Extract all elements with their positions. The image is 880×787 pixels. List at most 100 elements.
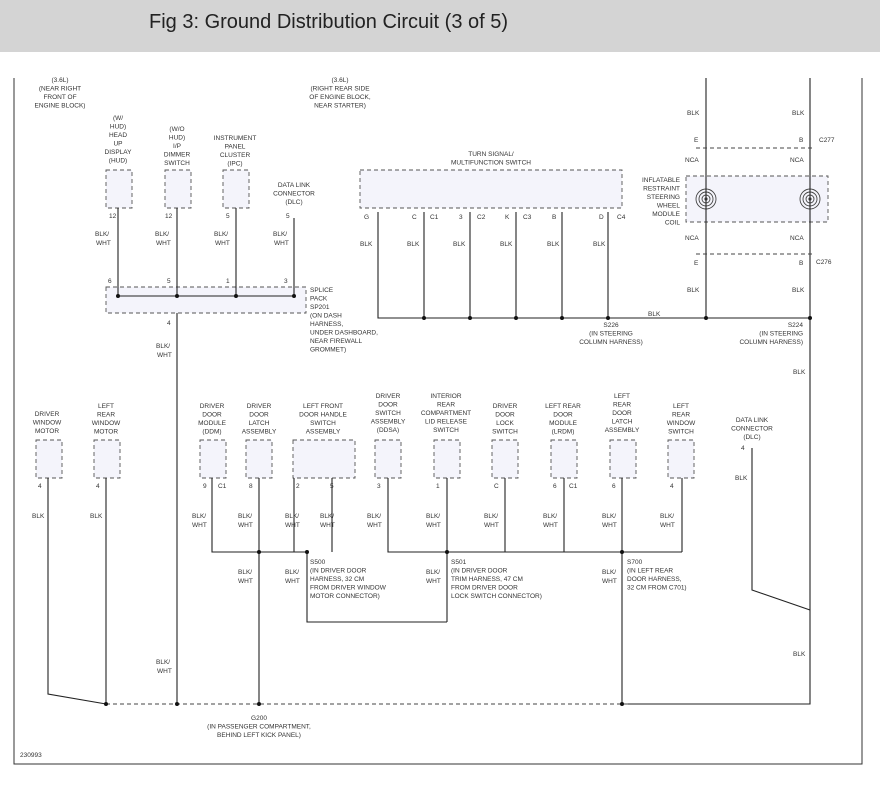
wire-color-label: WHT: [238, 578, 253, 585]
label-line: (DDM): [202, 429, 221, 436]
wire-color-label: WHT: [157, 352, 172, 359]
wire-color-label: BLK: [792, 110, 805, 117]
pin-label: 2: [296, 483, 300, 490]
pin-label: C1: [430, 214, 439, 221]
label-line: (NEAR RIGHT: [39, 86, 81, 93]
nca-label: NCA: [790, 157, 804, 164]
wire-color-label: BLK/: [320, 513, 334, 520]
wire-color-label: BLK: [593, 241, 606, 248]
figure-title: Fig 3: Ground Distribution Circuit (3 of…: [149, 11, 509, 33]
label-line: ASSEMBLY: [605, 427, 640, 434]
wire-color-label: BLK: [792, 287, 805, 294]
wire-color-label: BLK: [547, 241, 560, 248]
label-line: FROM DRIVER DOOR: [451, 585, 518, 592]
nca-label: NCA: [790, 235, 804, 242]
label-line: LOCK: [496, 420, 514, 427]
label-line: DRIVER: [247, 403, 272, 410]
ipc-connector: [222, 169, 250, 209]
label-line: NEAR STARTER): [314, 103, 366, 110]
label-line: LEFT FRONT: [303, 403, 343, 410]
label-line: STEERING: [647, 194, 680, 201]
label-line: FROM DRIVER WINDOW: [310, 585, 387, 592]
label-line: FRONT OF: [43, 94, 76, 101]
wire-color-label: BLK: [793, 369, 806, 376]
label-line: (3.6L): [332, 77, 349, 84]
diagram-frame: [13, 78, 863, 765]
label-line: NEAR FIREWALL: [310, 338, 363, 345]
wire-color-label: BLK: [32, 513, 45, 520]
label-line: I/P: [173, 143, 181, 150]
wire-color-label: BLK/: [660, 513, 674, 520]
wire-color-label: WHT: [367, 522, 382, 529]
splice-node: [305, 550, 309, 554]
pin-label: 5: [330, 483, 334, 490]
label-line: (IN DRIVER DOOR: [451, 568, 508, 575]
pin-label: 6: [108, 278, 112, 285]
label-line: DOOR: [249, 412, 269, 419]
wire-and-pin-labels: 12 12 5 5 BLK/WHT BLK/WHT BLK/WHT BLK/WH…: [20, 110, 835, 759]
pin-label: G: [364, 214, 369, 221]
label-line: SWITCH: [375, 410, 401, 417]
label-line: G200: [251, 715, 267, 722]
label-line: (DLC): [285, 199, 302, 206]
wire-color-label: BLK: [90, 513, 103, 520]
turn-signal-label: TURN SIGNAL/MULTIFUNCTION SWITCH: [451, 151, 531, 167]
wire-color-label: WHT: [660, 522, 675, 529]
label-line: DRIVER: [376, 393, 401, 400]
wire-color-label: BLK/: [156, 343, 170, 350]
nca-label: NCA: [685, 157, 699, 164]
label-line: (ON DASH: [310, 313, 342, 320]
wire-color-label: WHT: [96, 240, 111, 247]
label-line: (IN PASSENGER COMPARTMENT,: [207, 724, 311, 731]
label-line: WHEEL: [657, 203, 681, 210]
label-line: ASSEMBLY: [242, 429, 277, 436]
label-line: CLUSTER: [220, 152, 251, 159]
lr-latch-connector: [609, 439, 637, 479]
wire-color-label: WHT: [426, 522, 441, 529]
wire-color-label: BLK/: [192, 513, 206, 520]
wire-color-label: WHT: [602, 522, 617, 529]
wire-color-label: WHT: [484, 522, 499, 529]
label-line: CONNECTOR: [273, 191, 315, 198]
label-line: (3.6L): [52, 77, 69, 84]
label-line: COLUMN HARNESS): [739, 339, 803, 346]
splice-node: [808, 316, 812, 320]
pin-label: B: [799, 137, 803, 144]
ground-node: [104, 702, 108, 706]
label-line: (IPC): [227, 161, 242, 168]
pin-label: 5: [286, 213, 290, 220]
label-line: REAR: [672, 412, 690, 419]
splice-node: [445, 550, 449, 554]
pin-label: C2: [477, 214, 486, 221]
label-line: (DLC): [743, 434, 760, 441]
label-line: S501: [451, 559, 467, 566]
label-line: DRIVER: [493, 403, 518, 410]
label-line: (RIGHT REAR SIDE: [310, 86, 370, 93]
pin-label: 6: [612, 483, 616, 490]
label-line: (W/O: [169, 126, 184, 133]
label-line: (IN STEERING: [589, 331, 633, 338]
label-line: TRIM HARNESS, 47 CM: [451, 576, 523, 583]
hud-connector: [105, 169, 133, 209]
label-line: UP: [113, 141, 122, 148]
wire-color-label: BLK/: [238, 513, 252, 520]
label-line: REAR: [613, 402, 631, 409]
wire-color-label: BLK/: [426, 513, 440, 520]
splice-node: [175, 294, 179, 298]
label-line: BEHIND LEFT KICK PANEL): [217, 732, 301, 739]
wire-color-label: WHT: [156, 240, 171, 247]
label-line: DISPLAY: [105, 149, 133, 156]
splice-node: [560, 316, 564, 320]
pin-label: D: [599, 214, 604, 221]
splice-node: [620, 550, 624, 554]
pin-label: 5: [226, 213, 230, 220]
label-line: PANEL: [225, 144, 246, 151]
label-line: S226: [603, 322, 619, 329]
